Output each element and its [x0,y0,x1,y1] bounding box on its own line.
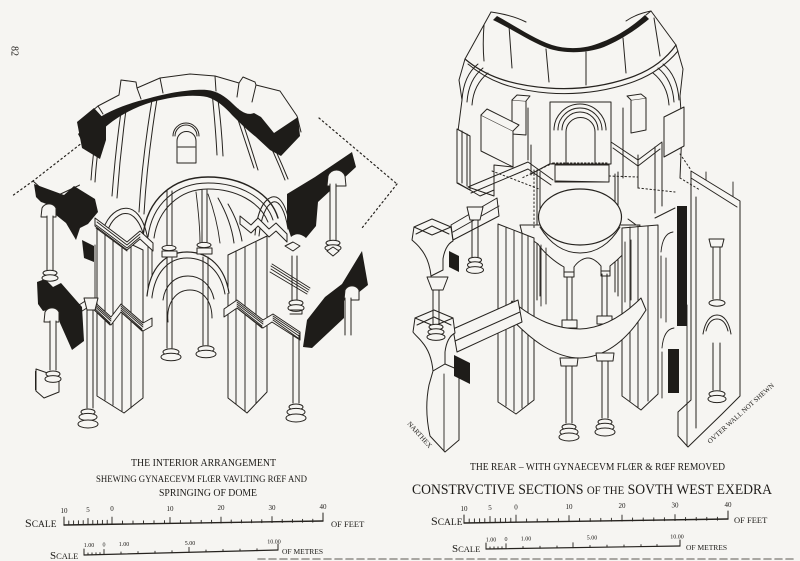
svg-text:OF FEET: OF FEET [331,519,365,529]
svg-text:40: 40 [725,501,733,509]
svg-text:0: 0 [514,504,518,512]
svg-text:SPRINGING OF DOME: SPRINGING OF DOME [159,488,257,499]
svg-text:OF METRES: OF METRES [686,543,727,552]
svg-text:CONSTRVCTIVE SECTIONS OF THE S: CONSTRVCTIVE SECTIONS OF THE SOVTH WEST … [412,482,772,498]
svg-text:10.00: 10.00 [267,540,281,546]
svg-text:1.00: 1.00 [486,538,497,544]
svg-text:SHEWING GYNAECEVM FLŒR VAVLTIN: SHEWING GYNAECEVM FLŒR VAVLTING RŒF AND [96,474,307,484]
svg-text:40: 40 [320,503,328,511]
svg-text:SCALE: SCALE [431,514,463,528]
svg-text:20: 20 [218,504,226,512]
svg-text:30: 30 [672,502,680,510]
svg-text:5: 5 [488,504,492,512]
svg-text:5.00: 5.00 [587,536,598,542]
svg-text:1.00: 1.00 [119,542,130,548]
svg-text:THE INTERIOR ARRANGEMENT: THE INTERIOR ARRANGEMENT [131,457,276,469]
svg-text:SCALE: SCALE [25,516,57,530]
svg-text:10: 10 [461,505,469,513]
svg-text:5.00: 5.00 [185,541,196,547]
svg-text:1.00: 1.00 [521,537,532,543]
svg-text:1.00: 1.00 [84,543,95,549]
svg-text:THE REAR – WITH GYNAECEVM FLŒR: THE REAR – WITH GYNAECEVM FLŒR & RŒF REM… [470,462,725,473]
svg-text:10: 10 [61,507,69,515]
svg-text:5: 5 [86,506,90,514]
svg-text:10: 10 [566,503,574,511]
svg-text:0: 0 [110,505,114,513]
svg-text:OF METRES: OF METRES [282,547,323,556]
svg-text:30: 30 [269,504,277,512]
svg-text:SCALE: SCALE [50,550,78,561]
svg-text:20: 20 [619,502,627,510]
svg-text:SCALE: SCALE [452,543,480,555]
svg-text:10: 10 [167,505,175,513]
svg-text:10.00: 10.00 [670,535,684,541]
svg-text:OF FEET: OF FEET [734,515,768,525]
svg-text:82: 82 [9,46,20,56]
svg-text:0: 0 [505,537,508,543]
svg-text:0: 0 [103,543,106,549]
